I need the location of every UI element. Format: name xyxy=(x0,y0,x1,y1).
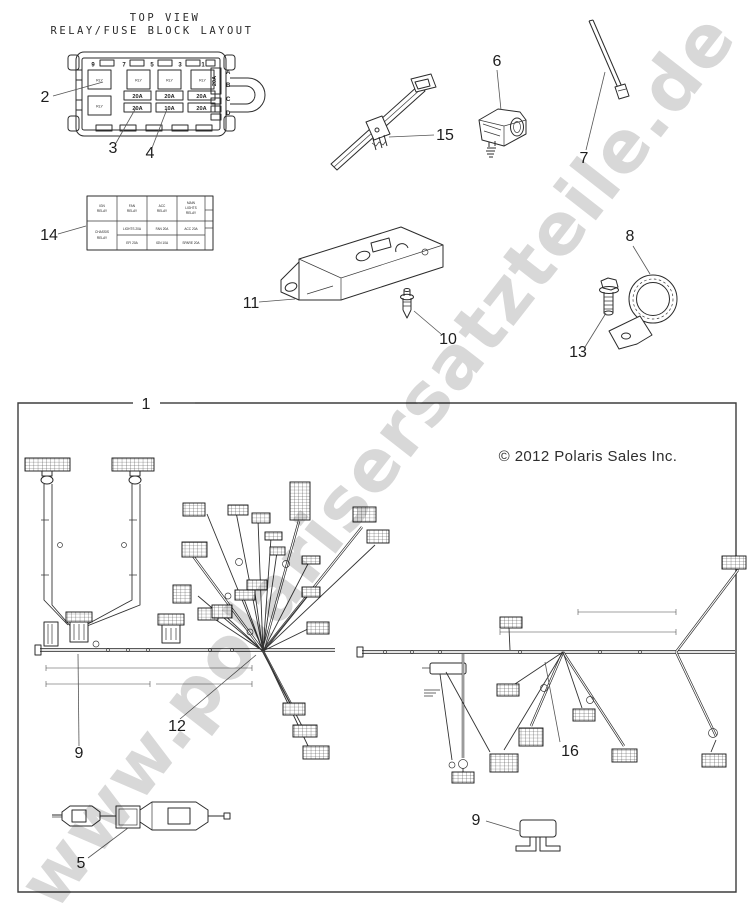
callout-8: 8 xyxy=(626,228,651,275)
svg-text:MAIN: MAIN xyxy=(187,201,196,205)
pin-C: C xyxy=(226,97,231,103)
relay-fuse-block: TOP VIEW RELAY/FUSE BLOCK LAYOUT 9 7 5 3… xyxy=(51,12,266,137)
svg-text:SPARE 20A: SPARE 20A xyxy=(182,241,200,245)
svg-text:ACC: ACC xyxy=(159,204,166,208)
svg-text:10: 10 xyxy=(439,331,457,348)
svg-text:9: 9 xyxy=(75,745,84,762)
clamp-8 xyxy=(608,274,678,350)
svg-text:LIGHTS 20A: LIGHTS 20A xyxy=(123,227,142,231)
svg-text:ACC 20A: ACC 20A xyxy=(184,227,198,231)
harness-left-fanout xyxy=(172,481,390,760)
pin-A: A xyxy=(226,70,231,76)
pin-1: 1 xyxy=(201,63,205,69)
callout-12: 12 xyxy=(168,654,257,735)
callout-1: 1 xyxy=(142,396,151,413)
svg-text:9: 9 xyxy=(472,812,481,829)
bolt-13 xyxy=(599,277,619,316)
cable-tie-15 xyxy=(330,73,437,171)
svg-text:EFI 20A: EFI 20A xyxy=(126,241,138,245)
callout-9b: 9 xyxy=(472,812,520,832)
harness-box: 1 xyxy=(17,396,737,893)
pin-3: 3 xyxy=(178,63,182,69)
svg-text:3: 3 xyxy=(109,140,118,157)
relay-block-title-1: TOP VIEW xyxy=(130,12,201,24)
pin-B: B xyxy=(226,83,231,89)
callout-9: 9 xyxy=(75,653,84,762)
svg-text:5: 5 xyxy=(77,855,86,872)
svg-text:2: 2 xyxy=(41,89,50,106)
callout-16: 16 xyxy=(544,661,579,760)
harness-right-fanout xyxy=(439,555,747,784)
svg-text:13: 13 xyxy=(569,344,587,361)
svg-text:16: 16 xyxy=(561,743,579,760)
bracket-11 xyxy=(280,226,444,301)
side-fuse-label: 20A xyxy=(212,76,218,86)
fuse-label: 20A xyxy=(132,94,142,100)
pin-7: 7 xyxy=(122,63,126,69)
relay-label: RLY xyxy=(199,79,206,83)
svg-text:14: 14 xyxy=(40,227,58,244)
relay-label: RLY xyxy=(135,79,142,83)
pin-9: 9 xyxy=(91,63,95,69)
callout-15: 15 xyxy=(388,127,454,144)
callout-7: 7 xyxy=(580,71,606,167)
svg-text:4: 4 xyxy=(146,145,155,162)
svg-text:8: 8 xyxy=(626,228,635,245)
callout-5: 5 xyxy=(77,827,129,872)
harness-left-vertical-branches xyxy=(24,457,155,629)
svg-text:15: 15 xyxy=(436,127,454,144)
relay-label: RLY xyxy=(166,79,173,83)
rivet-10 xyxy=(400,288,414,319)
svg-text:RELAY: RELAY xyxy=(127,209,138,213)
callout-11: 11 xyxy=(243,295,296,312)
callout-6: 6 xyxy=(493,53,502,111)
callout-14: 14 xyxy=(40,225,87,244)
callout-10: 10 xyxy=(413,310,457,348)
svg-text:CHASSIS: CHASSIS xyxy=(95,230,109,234)
svg-text:7: 7 xyxy=(580,150,589,167)
svg-text:FAN: FAN xyxy=(129,204,136,208)
pin-5: 5 xyxy=(150,63,154,69)
rod-7 xyxy=(588,19,630,100)
svg-text:RELAY: RELAY xyxy=(157,209,168,213)
fuse-label: 20A xyxy=(196,94,206,100)
copyright-text: © 2012 Polaris Sales Inc. xyxy=(499,448,678,465)
pin-D: D xyxy=(226,111,231,117)
fuse-label: 20A xyxy=(132,106,142,112)
svg-text:LIGHTS: LIGHTS xyxy=(185,206,197,210)
fuse-legend-table: IGN RELAY FAN RELAY ACC RELAY MAIN LIGHT… xyxy=(86,195,214,251)
relay-block-title-2: RELAY/FUSE BLOCK LAYOUT xyxy=(51,25,254,37)
svg-text:6: 6 xyxy=(493,53,502,70)
callout-4: 4 xyxy=(146,108,168,162)
fuse-label: 20A xyxy=(164,94,174,100)
harness-right-trunk xyxy=(356,609,735,697)
callout-13: 13 xyxy=(569,312,607,361)
svg-text:IGN 10A: IGN 10A xyxy=(156,241,169,245)
callout-3: 3 xyxy=(109,105,138,157)
svg-text:12: 12 xyxy=(168,718,186,735)
jumper-harness-5 xyxy=(52,801,231,831)
cap-9 xyxy=(515,819,561,852)
svg-text:RELAY: RELAY xyxy=(97,236,108,240)
svg-text:RELAY: RELAY xyxy=(97,209,108,213)
harness-left-trunk xyxy=(34,611,335,687)
callout-2: 2 xyxy=(41,81,104,106)
svg-text:RELAY: RELAY xyxy=(186,211,197,215)
svg-text:IGN: IGN xyxy=(99,204,105,208)
relay-label: RLY xyxy=(96,105,103,109)
svg-text:FAN 20A: FAN 20A xyxy=(156,227,170,231)
connector-6 xyxy=(478,108,527,158)
svg-text:11: 11 xyxy=(243,295,260,312)
fuse-label: 20A xyxy=(196,106,206,112)
fuse-label: 10A xyxy=(164,106,174,112)
relay-label: RLY xyxy=(96,79,103,83)
